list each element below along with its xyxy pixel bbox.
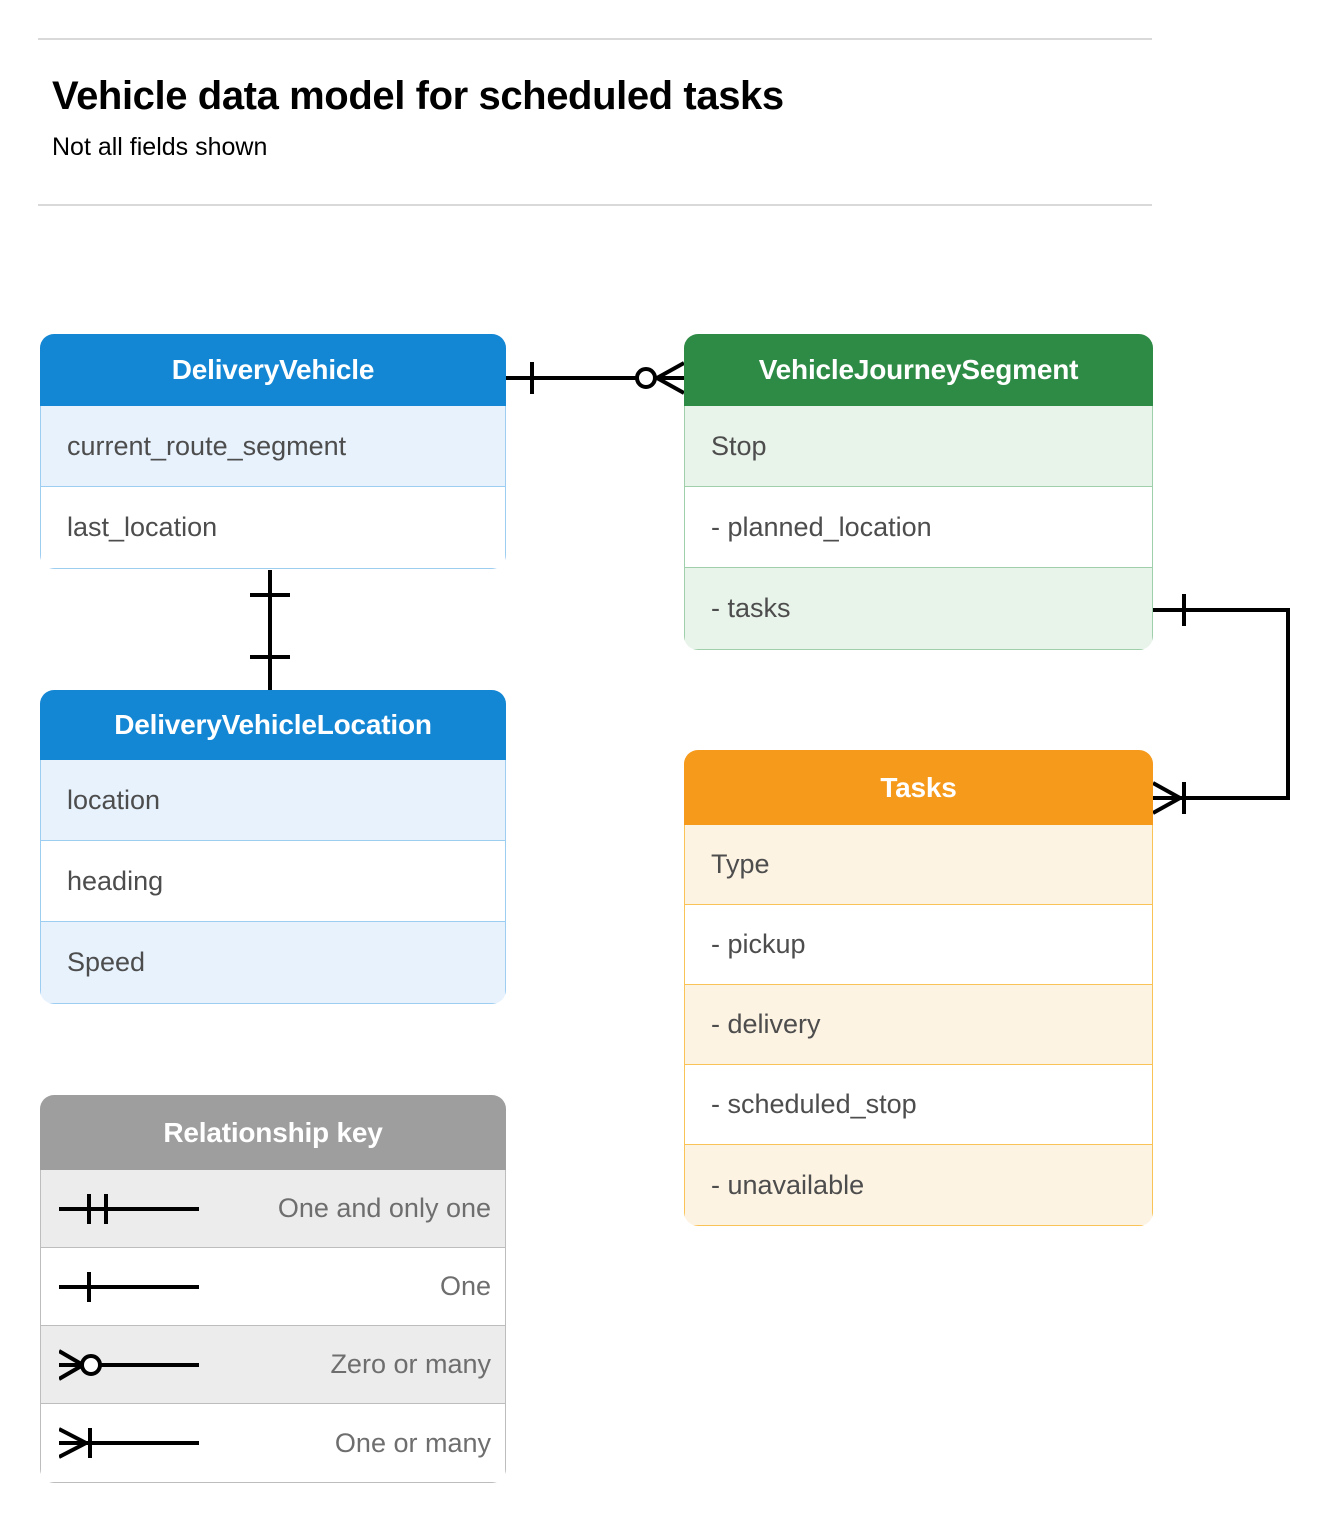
- entity-field: - planned_location: [685, 487, 1152, 568]
- entity-field: - scheduled_stop: [685, 1065, 1152, 1145]
- entity-field: - pickup: [685, 905, 1152, 985]
- entity-field: location: [41, 760, 505, 841]
- legend-item-label: One or many: [334, 1427, 491, 1458]
- connector-vehicle-to-segment: [506, 361, 685, 395]
- entity-title-delivery-vehicle: DeliveryVehicle: [40, 334, 506, 406]
- entity-delivery-vehicle[interactable]: DeliveryVehicle current_route_segment la…: [40, 334, 506, 569]
- relationship-key-legend: Relationship key One and only one: [40, 1095, 506, 1483]
- entity-field: - tasks: [685, 568, 1152, 649]
- legend-item-one: One: [41, 1248, 505, 1326]
- entity-field-list: Type - pickup - delivery - scheduled_sto…: [684, 825, 1153, 1226]
- legend-rows: One and only one One: [40, 1170, 506, 1483]
- entity-field: - unavailable: [685, 1145, 1152, 1225]
- entity-field: Stop: [685, 406, 1152, 487]
- entity-field: heading: [41, 841, 505, 922]
- entity-field-list: current_route_segment last_location: [40, 406, 506, 569]
- header-divider-bottom: [38, 204, 1152, 206]
- entity-vehicle-journey-segment[interactable]: VehicleJourneySegment Stop - planned_loc…: [684, 334, 1153, 650]
- entity-delivery-vehicle-location[interactable]: DeliveryVehicleLocation location heading…: [40, 690, 506, 1004]
- page-subtitle: Not all fields shown: [52, 133, 268, 161]
- one-or-many-icon: [41, 1423, 216, 1463]
- entity-field: Type: [685, 825, 1152, 905]
- entity-title-tasks: Tasks: [684, 750, 1153, 825]
- page-title: Vehicle data model for scheduled tasks: [52, 74, 784, 118]
- entity-field: Speed: [41, 922, 505, 1003]
- legend-item-label: Zero or many: [330, 1349, 491, 1379]
- one-and-only-one-icon: [41, 1189, 216, 1229]
- legend-item-zero-or-many: Zero or many: [41, 1326, 505, 1404]
- legend-item-one-or-many: One or many: [41, 1404, 505, 1482]
- one-icon: [41, 1267, 216, 1307]
- zero-or-many-icon: [41, 1345, 216, 1385]
- entity-field-list: Stop - planned_location - tasks: [684, 406, 1153, 650]
- entity-field: current_route_segment: [41, 406, 505, 487]
- legend-item-label: One: [439, 1271, 491, 1301]
- connector-vehicle-to-location: [250, 570, 290, 690]
- legend-title: Relationship key: [40, 1095, 506, 1170]
- entity-title-vehicle-journey-segment: VehicleJourneySegment: [684, 334, 1153, 406]
- entity-title-delivery-vehicle-location: DeliveryVehicleLocation: [40, 690, 506, 760]
- entity-field-list: location heading Speed: [40, 760, 506, 1004]
- header-divider-top: [38, 38, 1152, 40]
- entity-tasks[interactable]: Tasks Type - pickup - delivery - schedul…: [684, 750, 1153, 1226]
- legend-item-one-and-only-one: One and only one: [41, 1170, 505, 1248]
- legend-item-label: One and only one: [277, 1193, 491, 1223]
- connector-segment-to-tasks: [1152, 594, 1290, 815]
- entity-field: - delivery: [685, 985, 1152, 1065]
- entity-field: last_location: [41, 487, 505, 568]
